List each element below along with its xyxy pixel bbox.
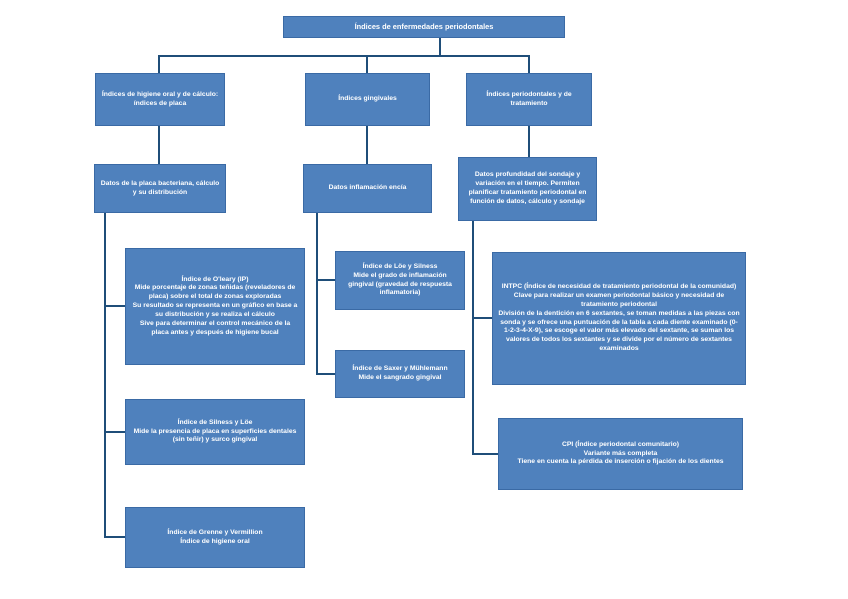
connector-drop-branch-periodontal bbox=[528, 55, 530, 73]
leaf-line: Mide la presencia de placa en superficie… bbox=[133, 427, 297, 444]
leaf-line: CPI (Índice periodontal comunitario) bbox=[561, 440, 680, 448]
data-node-label: Datos inflamación encía bbox=[328, 184, 407, 192]
connector-gingival-to-data bbox=[366, 126, 368, 164]
data-node-label: Datos profundidad del sondaje y variació… bbox=[468, 171, 587, 205]
leaf-line: Clave para realizar un examen periodonta… bbox=[513, 292, 725, 308]
branch-node-label: Índices gingivales bbox=[338, 95, 397, 103]
leaf-line: Variante más completa bbox=[583, 449, 658, 457]
connector-drop-branch-gingival bbox=[366, 55, 368, 73]
connector-stub-silness-loe bbox=[104, 431, 125, 433]
leaf-line: División de la dentición en 6 sextantes,… bbox=[498, 309, 740, 352]
connector-trunk-gingival bbox=[316, 213, 318, 375]
leaf-line: Índice de Grenne y Vermillion bbox=[167, 528, 263, 536]
data-node-gum-inflammation-data: Datos inflamación encía bbox=[303, 164, 432, 213]
leaf-line: Tiene en cuenta la pérdida de inserción … bbox=[517, 458, 724, 466]
leaf-line: INTPC (Índice de necesidad de tratamient… bbox=[501, 283, 737, 291]
data-node-label: Datos de la placa bacteriana, cálculo y … bbox=[100, 179, 220, 196]
leaf-node-cpi-index: CPI (Índice periodontal comunitario) Var… bbox=[498, 418, 743, 490]
leaf-node-intpc-index: INTPC (Índice de necesidad de tratamient… bbox=[492, 252, 746, 385]
branch-node-label: Índices periodontales y de tratamiento bbox=[486, 90, 572, 107]
connector-trunk-periodontal bbox=[472, 221, 474, 455]
leaf-line: Índice de Löe y Silness bbox=[362, 262, 438, 270]
leaf-node-silness-loe-index: Índice de Silness y Löe Mide la presenci… bbox=[125, 399, 305, 465]
branch-node-label: Índices de higiene oral y de cálculo: ín… bbox=[101, 90, 219, 107]
root-node-label: Índices de enfermedades periodontales bbox=[354, 22, 494, 32]
leaf-node-oleary-index: Índice de O'leary (IP) Mide porcentaje d… bbox=[125, 248, 305, 365]
branch-node-oral-hygiene-indices: Índices de higiene oral y de cálculo: ín… bbox=[95, 73, 225, 126]
leaf-line: Su resultado se representa en un gráfico… bbox=[132, 302, 298, 318]
connector-periodontal-to-data bbox=[528, 126, 530, 157]
connector-root-drop bbox=[439, 38, 441, 55]
connector-hygiene-to-data bbox=[158, 126, 160, 164]
leaf-line: Índice de higiene oral bbox=[180, 537, 250, 545]
connector-trunk-hygiene bbox=[104, 213, 106, 538]
leaf-line: Índice de Saxer y Mühlemann bbox=[352, 365, 448, 373]
connector-level1-horizontal bbox=[158, 55, 530, 57]
leaf-node-loe-silness-index: Índice de Löe y Silness Mide el grado de… bbox=[335, 251, 465, 310]
connector-stub-oleary bbox=[104, 305, 125, 307]
data-node-plaque-data: Datos de la placa bacteriana, cálculo y … bbox=[94, 164, 226, 213]
connector-stub-intpc bbox=[472, 317, 492, 319]
connector-stub-saxer-muhlemann bbox=[316, 373, 335, 375]
data-node-probing-depth-data: Datos profundidad del sondaje y variació… bbox=[458, 157, 597, 221]
connector-stub-loe-silness bbox=[316, 279, 335, 281]
branch-node-gingival-indices: Índices gingivales bbox=[305, 73, 430, 126]
leaf-line: Mide el sangrado gingival bbox=[358, 374, 442, 381]
branch-node-periodontal-treatment-indices: Índices periodontales y de tratamiento bbox=[466, 73, 592, 126]
leaf-node-saxer-muhlemann-index: Índice de Saxer y Mühlemann Mide el sang… bbox=[335, 350, 465, 398]
leaf-line: Sive para determinar el control mecánico… bbox=[139, 319, 291, 336]
leaf-node-grenne-vermillion-index: Índice de Grenne y Vermillion Índice de … bbox=[125, 507, 305, 568]
connector-drop-branch-hygiene bbox=[158, 55, 160, 73]
root-node-periodontal-disease-indices: Índices de enfermedades periodontales bbox=[283, 16, 565, 38]
connector-stub-grenne-vermillion bbox=[104, 536, 125, 538]
leaf-line: Mide el grado de inflamación gingival (g… bbox=[348, 271, 452, 297]
leaf-line: Mide porcentaje de zonas teñidas (revela… bbox=[134, 284, 296, 301]
connector-stub-cpi bbox=[472, 453, 498, 455]
leaf-line: Índice de O'leary (IP) bbox=[181, 275, 249, 283]
leaf-line: Índice de Silness y Löe bbox=[177, 418, 253, 426]
